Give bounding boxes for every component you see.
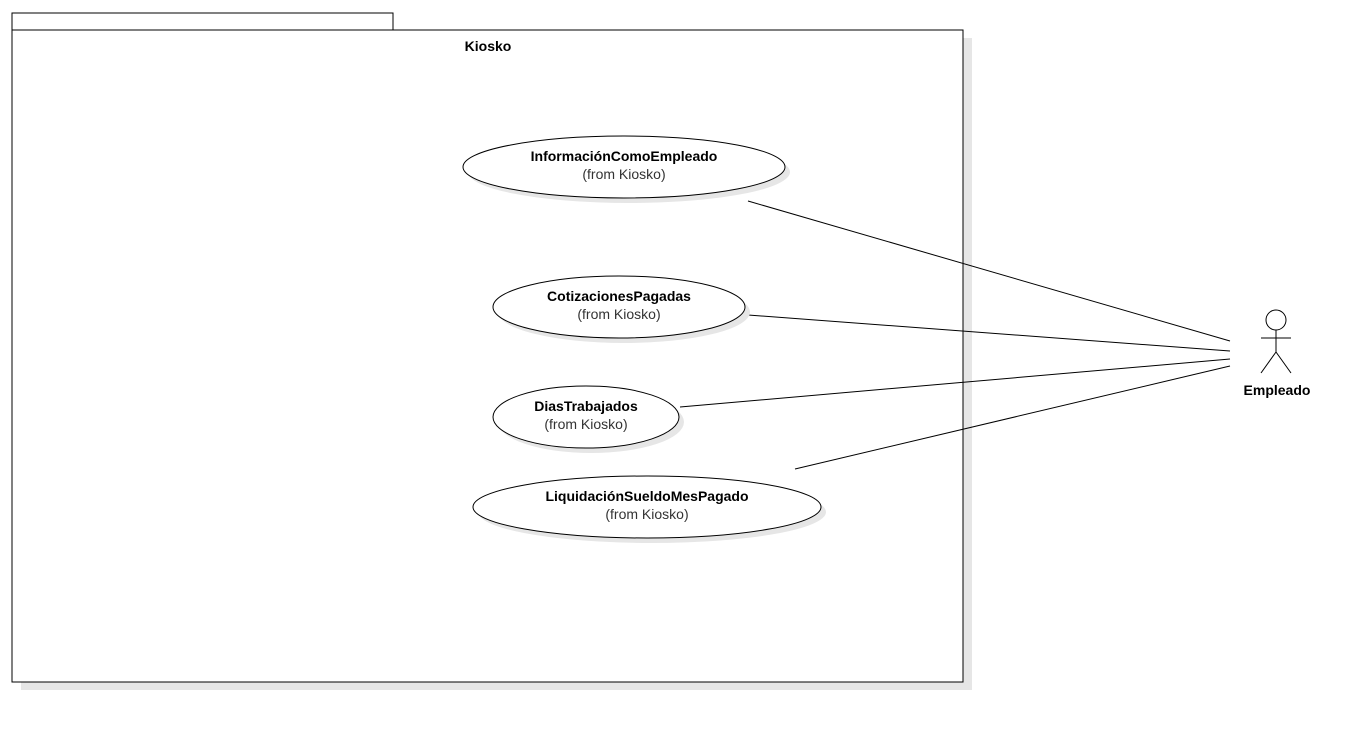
use-case-ellipse[interactable]: [472, 475, 822, 539]
actor-empleado[interactable]: Empleado: [1244, 309, 1311, 398]
use-case-title: DiasTrabajados: [534, 398, 638, 414]
use-case-title: CotizacionesPagadas: [547, 288, 691, 304]
association-liquidacion[interactable]: [794, 365, 1231, 470]
use-case-ellipse[interactable]: [462, 135, 786, 199]
use-case-cotizaciones-pagadas[interactable]: CotizacionesPagadas (from Kiosko): [492, 275, 750, 343]
use-case-liquidacion-sueldo-mes-pagado[interactable]: LiquidaciónSueldoMesPagado (from Kiosko): [472, 475, 826, 543]
stick-figure-icon: [1260, 309, 1292, 374]
use-case-origin: (from Kiosko): [544, 416, 627, 432]
association-dias[interactable]: [679, 358, 1231, 408]
association-lines: [679, 200, 1231, 470]
actor-label: Empleado: [1244, 382, 1311, 398]
use-case-title: LiquidaciónSueldoMesPagado: [545, 488, 748, 504]
package-title: Kiosko: [465, 38, 512, 54]
use-case-origin: (from Kiosko): [577, 306, 660, 322]
use-case-informacion-como-empleado[interactable]: InformaciónComoEmpleado (from Kiosko): [462, 135, 790, 203]
use-case-title: InformaciónComoEmpleado: [531, 148, 718, 164]
package-body[interactable]: [11, 29, 964, 683]
use-case-ellipse[interactable]: [492, 275, 746, 339]
association-cotizaciones[interactable]: [747, 314, 1231, 352]
association-informacion[interactable]: [747, 200, 1231, 342]
use-case-origin: (from Kiosko): [605, 506, 688, 522]
use-case-ellipse[interactable]: [492, 385, 680, 449]
package-tab[interactable]: [11, 12, 394, 31]
use-case-dias-trabajados[interactable]: DiasTrabajados (from Kiosko): [492, 385, 684, 453]
use-case-origin: (from Kiosko): [582, 166, 665, 182]
